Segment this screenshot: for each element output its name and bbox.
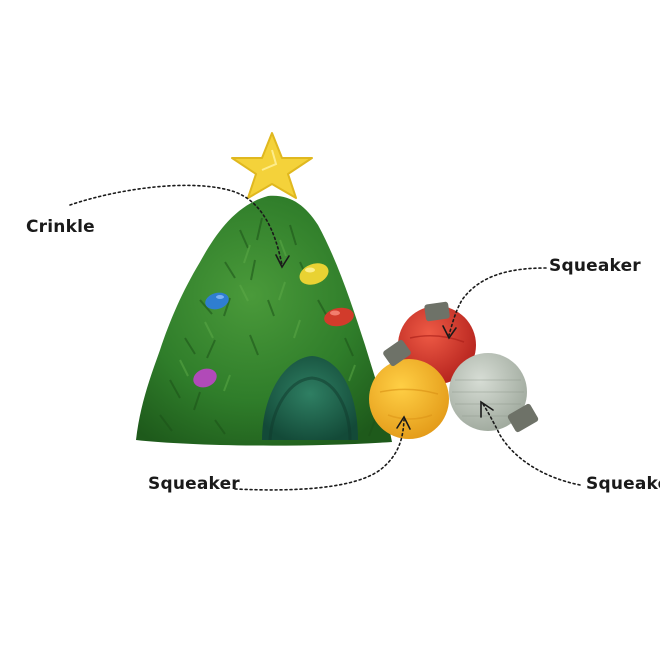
yellow-ornament-cap: [383, 339, 411, 367]
crinkle-label: Crinkle: [26, 217, 95, 237]
arrowhead-squeaker-grey: [480, 400, 494, 418]
squeaker-label-grey-ornament: Squeake: [586, 474, 660, 494]
arrow-squeaker-grey: [482, 403, 581, 486]
arrowhead-squeaker-red: [442, 325, 457, 340]
arrowhead-crinkle: [275, 254, 290, 269]
arrow-squeaker-red: [448, 267, 547, 336]
grey-ornament-toy: [449, 353, 539, 433]
arrowhead-squeaker-yellow: [396, 415, 411, 430]
light-purple: [193, 368, 217, 388]
red-ornament-cap: [424, 301, 450, 322]
grey-ornament-cap: [507, 403, 539, 433]
tree-cave-opening: [262, 356, 358, 440]
squeaker-label-red-ornament: Squeaker: [549, 256, 641, 276]
squeaker-label-yellow-ornament: Squeaker: [148, 474, 240, 494]
christmas-tree-toy: [136, 132, 392, 446]
yellow-ornament-toy: [369, 339, 449, 439]
arrow-crinkle: [69, 184, 283, 266]
arrow-squeaker-yellow: [234, 419, 405, 491]
